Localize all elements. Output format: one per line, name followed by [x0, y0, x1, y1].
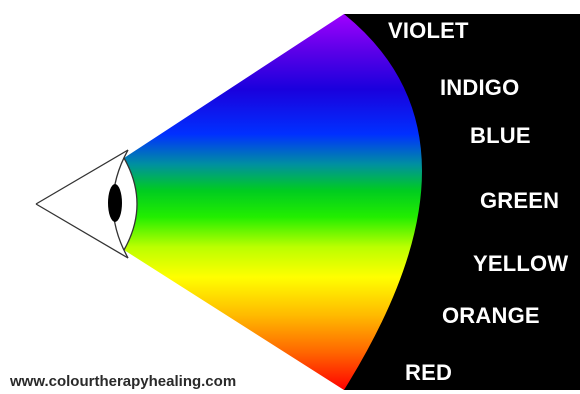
website-url: www.colourtherapyhealing.com [10, 373, 236, 390]
eye-pupil [108, 184, 122, 222]
label-indigo: INDIGO [440, 75, 519, 101]
eye-icon [36, 150, 137, 258]
label-blue: BLUE [470, 123, 531, 149]
label-yellow: YELLOW [473, 251, 568, 277]
label-green: GREEN [480, 188, 559, 214]
label-violet: VIOLET [388, 18, 469, 44]
label-orange: ORANGE [442, 303, 540, 329]
label-red: RED [405, 360, 452, 386]
